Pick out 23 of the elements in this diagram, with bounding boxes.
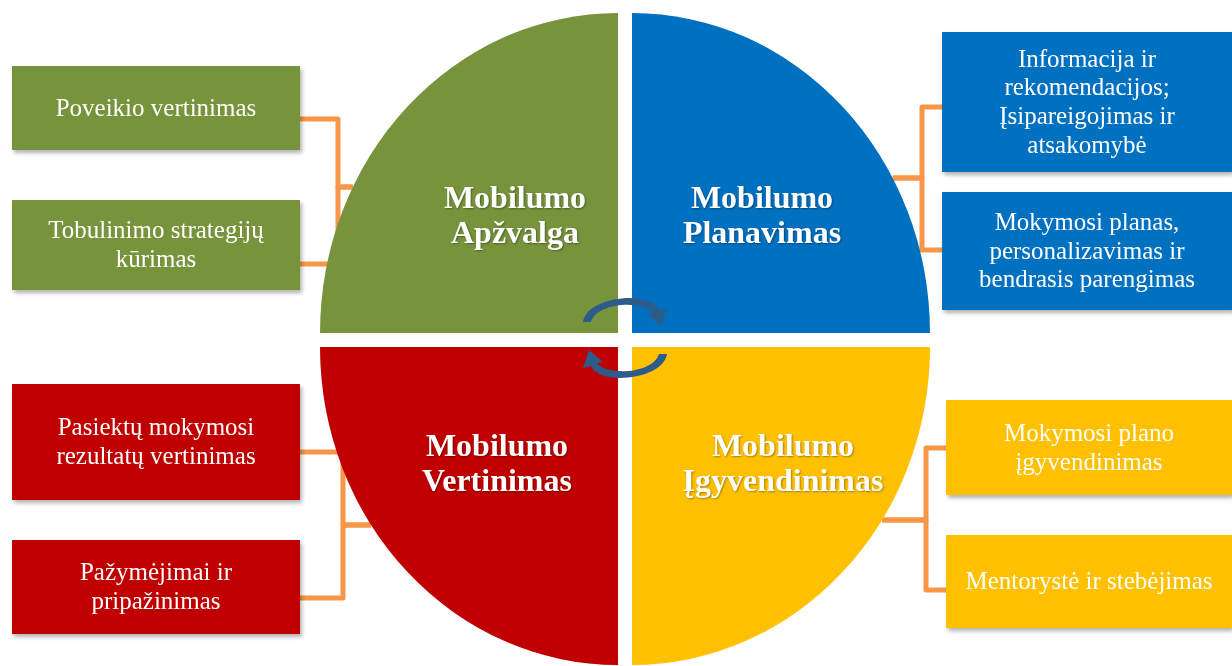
activity-text: Pasiektų mokymosi rezultatų vertinimas (55, 413, 257, 471)
activity-box (12, 66, 300, 150)
connector-line (882, 517, 946, 593)
activity-box (942, 32, 1232, 172)
quadrant-title: Mobilumo Planavimas (682, 179, 842, 251)
activity-text: Tobulinimo strategijų kūrimas (47, 216, 265, 274)
connector-line (300, 522, 372, 601)
activity-box (12, 540, 300, 634)
activity-box (946, 400, 1232, 495)
quadrant-title: Mobilumo Vertinimas (422, 427, 572, 499)
activity-text: Poveikio vertinimas (54, 93, 258, 123)
quadrant-title: Mobilumo Įgyvendinimas (682, 427, 884, 499)
activity-text: Mokymosi plano įgyvendinimas (1002, 418, 1176, 477)
activity-text: Mentorystė ir stebėjimas (964, 567, 1214, 596)
activity-box (946, 535, 1232, 628)
connector-line (892, 175, 942, 253)
activity-text: Informacija ir rekomendacijos; Įsipareigojimas ir atsakomybė (998, 44, 1176, 160)
activity-box (12, 200, 300, 290)
activity-text: Pažymėjimai ir pripažinimas (78, 558, 233, 616)
activity-box (942, 192, 1232, 310)
quadrant-title: Mobilumo Apžvalga (443, 179, 587, 251)
activity-box (12, 384, 300, 500)
activity-text: Mokymosi planas, personalizavimas ir bendrasis parengimas (978, 207, 1196, 295)
